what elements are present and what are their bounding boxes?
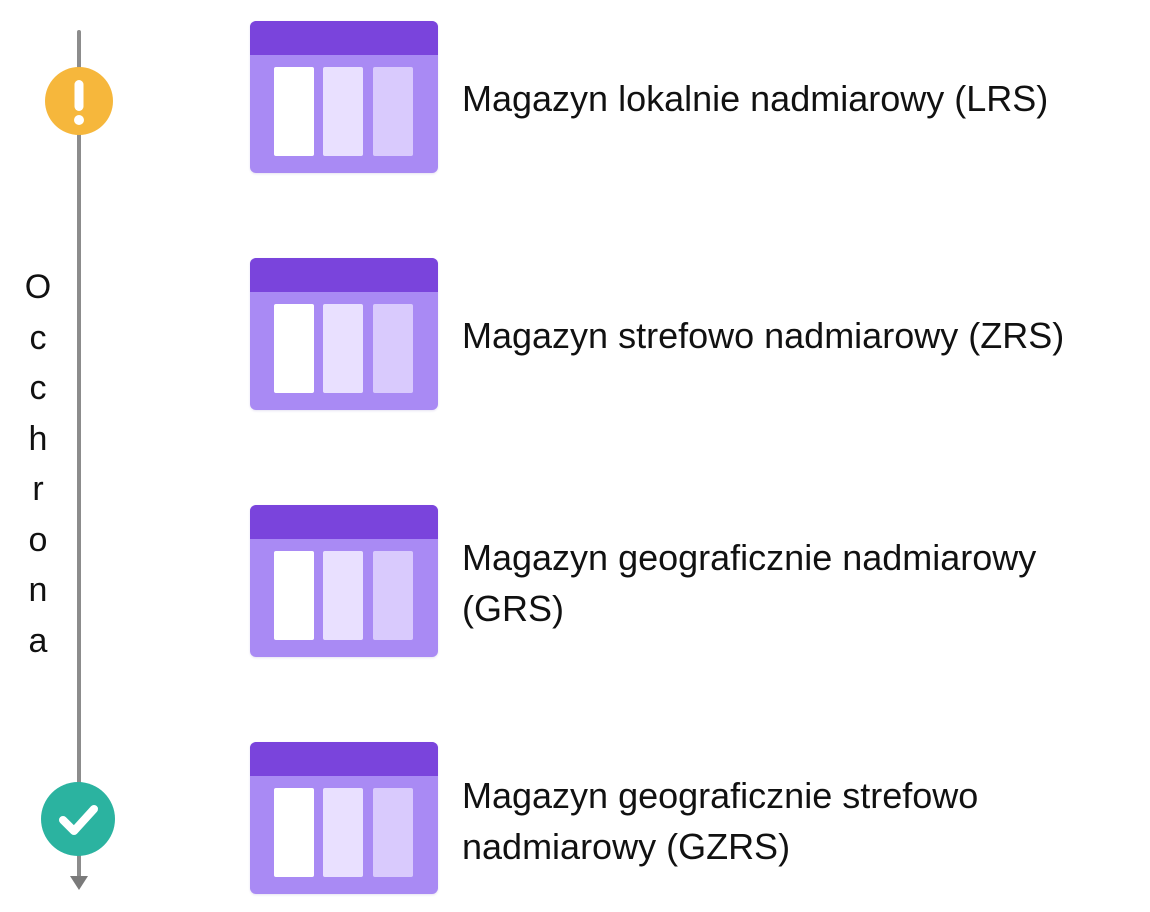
storage-icon-header bbox=[250, 258, 438, 292]
storage-icon-column bbox=[274, 551, 314, 640]
tier-label: Magazyn lokalnie nadmiarowy (LRS) bbox=[462, 73, 1122, 124]
tier-gzrs: Magazyn geograficznie strefowo nadmiarow… bbox=[250, 742, 1130, 894]
storage-icon-column bbox=[274, 67, 314, 156]
axis-label-letter: r bbox=[32, 470, 44, 508]
storage-icon-column bbox=[373, 788, 413, 877]
axis-label-protection: O c c h r o n a bbox=[18, 262, 58, 666]
axis-label-letter: O bbox=[24, 268, 52, 306]
arrow-down-icon bbox=[70, 876, 88, 890]
storage-icon-column bbox=[323, 304, 363, 393]
storage-icon-header bbox=[250, 505, 438, 539]
axis-label-letter: n bbox=[28, 571, 48, 609]
storage-icon-column bbox=[323, 551, 363, 640]
tier-lrs: Magazyn lokalnie nadmiarowy (LRS) bbox=[250, 21, 1130, 173]
axis-label-letter: o bbox=[28, 520, 48, 559]
storage-table-icon bbox=[250, 505, 438, 657]
tier-label: Magazyn geograficznie strefowo nadmiarow… bbox=[462, 770, 1122, 872]
storage-table-icon bbox=[250, 21, 438, 173]
tier-zrs: Magazyn strefowo nadmiarowy (ZRS) bbox=[250, 258, 1130, 410]
storage-icon-header bbox=[250, 21, 438, 55]
tier-label-line: Magazyn strefowo nadmiarowy (ZRS) bbox=[462, 315, 1065, 356]
check-icon bbox=[41, 782, 115, 856]
tier-label-line: Magazyn lokalnie nadmiarowy (LRS) bbox=[462, 78, 1049, 119]
tier-label-line: Magazyn geograficznie nadmiarowy bbox=[462, 537, 1037, 578]
storage-icon-column bbox=[373, 551, 413, 640]
axis-label-letter: h bbox=[28, 419, 48, 458]
protection-axis-line bbox=[77, 30, 81, 878]
tier-label-line: nadmiarowy (GZRS) bbox=[462, 826, 791, 867]
storage-icon-column bbox=[323, 788, 363, 877]
tier-grs: Magazyn geograficznie nadmiarowy (GRS) bbox=[250, 505, 1130, 657]
exclamation-icon bbox=[45, 67, 113, 135]
axis-label-letter: c bbox=[29, 318, 47, 357]
storage-icon-column bbox=[274, 304, 314, 393]
tier-label: Magazyn geograficznie nadmiarowy (GRS) bbox=[462, 532, 1122, 634]
tier-label-line: Magazyn geograficznie strefowo bbox=[462, 775, 979, 816]
axis-label-letter: c bbox=[29, 369, 47, 407]
tier-label-line: (GRS) bbox=[462, 588, 564, 629]
storage-icon-column bbox=[323, 67, 363, 156]
storage-icon-column bbox=[274, 788, 314, 877]
tier-label: Magazyn strefowo nadmiarowy (ZRS) bbox=[462, 310, 1122, 361]
storage-icon-column bbox=[373, 67, 413, 156]
storage-table-icon bbox=[250, 742, 438, 894]
axis-label-letter: a bbox=[28, 621, 48, 660]
storage-table-icon bbox=[250, 258, 438, 410]
storage-icon-column bbox=[373, 304, 413, 393]
storage-icon-header bbox=[250, 742, 438, 776]
